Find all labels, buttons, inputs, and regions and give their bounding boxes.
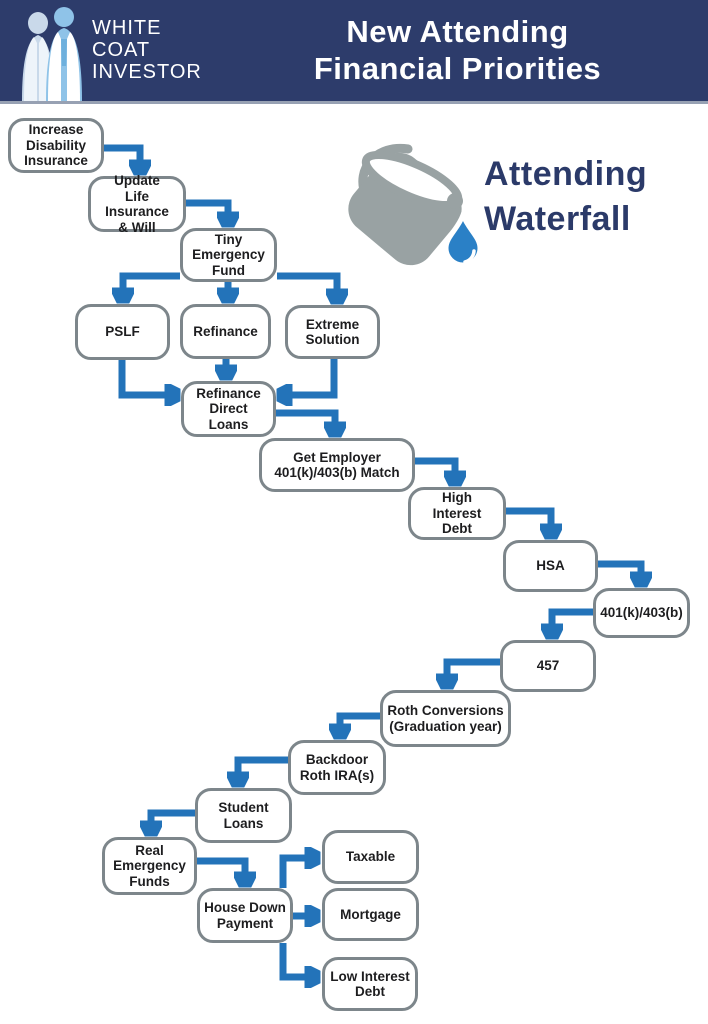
edge-roth-conversions-to-backdoor bbox=[340, 712, 380, 725]
page-title-line: New Attending bbox=[346, 14, 569, 49]
node-label: Update Life Insurance & Will bbox=[105, 173, 169, 235]
node-label: Refinance Direct Loans bbox=[196, 385, 261, 432]
edge-house-down-to-low-interest bbox=[279, 943, 306, 977]
edge-real-efund-to-house-down bbox=[197, 857, 245, 873]
waterfall-badge-line: Waterfall bbox=[484, 200, 631, 238]
node-roth-conversions: Roth Conversions (Graduation year) bbox=[380, 690, 511, 747]
node-label: 457 bbox=[536, 658, 560, 674]
edge-employer-match-to-high-interest bbox=[414, 457, 455, 472]
edge-high-interest-to-hsa bbox=[506, 507, 551, 525]
waterfall-badge-title: Attending Waterfall bbox=[484, 152, 647, 242]
node-get-employer-match: Get Employer 401(k)/403(b) Match bbox=[259, 438, 415, 492]
node-label: High Interest Debt bbox=[432, 490, 482, 537]
node-label: Real Emergency Funds bbox=[113, 842, 186, 889]
node-label: Refinance bbox=[193, 323, 258, 339]
node-refinance: Refinance bbox=[180, 304, 271, 359]
node-label: Backdoor Roth IRA(s) bbox=[299, 752, 375, 783]
node-extreme-solution: Extreme Solution bbox=[285, 305, 380, 359]
edge-refi-direct-to-employer-match bbox=[276, 409, 335, 423]
node-hsa: HSA bbox=[503, 540, 598, 592]
node-label: PSLF bbox=[105, 324, 140, 340]
node-house-down-payment: House Down Payment bbox=[197, 888, 293, 943]
edge-extreme-to-refi-direct bbox=[291, 359, 338, 395]
edge-457-to-roth-conversions bbox=[447, 658, 500, 675]
waterfall-badge-line: Attending bbox=[484, 155, 648, 193]
node-refinance-direct-loans: Refinance Direct Loans bbox=[181, 381, 276, 437]
node-label: Extreme Solution bbox=[305, 316, 360, 348]
edge-pslf-to-refi-direct bbox=[118, 360, 166, 395]
node-label: Get Employer 401(k)/403(b) Match bbox=[274, 449, 400, 481]
node-label: 401(k)/403(b) bbox=[600, 605, 683, 621]
brand-line: INVESTOR bbox=[92, 61, 202, 83]
bucket-water-drop-icon bbox=[348, 143, 483, 268]
brand-line: WHITE bbox=[92, 17, 162, 39]
header: WHITE COAT INVESTOR New Attending Financ… bbox=[0, 0, 708, 104]
node-label: House Down Payment bbox=[204, 900, 286, 931]
edge-student-loans-to-real-efund bbox=[151, 809, 195, 822]
node-backdoor-roth-ira: Backdoor Roth IRA(s) bbox=[288, 740, 386, 795]
edge-backdoor-to-student-loans bbox=[238, 756, 288, 773]
node-taxable: Taxable bbox=[322, 830, 419, 884]
node-low-interest-debt: Low Interest Debt bbox=[322, 957, 418, 1011]
node-increase-disability-insurance: Increase Disability Insurance bbox=[8, 118, 104, 173]
node-student-loans: Student Loans bbox=[195, 788, 292, 843]
node-label: Taxable bbox=[345, 849, 396, 865]
edge-tiny-efund-to-pslf bbox=[123, 272, 180, 289]
node-high-interest-debt: High Interest Debt bbox=[408, 487, 506, 540]
edge-401k-to-457 bbox=[552, 608, 593, 625]
edge-increase-disability-to-update-life bbox=[103, 144, 140, 161]
edge-update-life-to-tiny-efund bbox=[186, 199, 228, 213]
node-label: Low Interest Debt bbox=[330, 968, 410, 1000]
node-real-emergency-funds: Real Emergency Funds bbox=[102, 837, 197, 895]
node-pslf: PSLF bbox=[75, 304, 170, 360]
node-label: HSA bbox=[536, 558, 565, 574]
edge-house-down-to-taxable bbox=[279, 858, 306, 888]
node-update-life-insurance-will: Update Life Insurance & Will bbox=[88, 173, 186, 235]
edge-tiny-efund-to-extreme-solution bbox=[277, 272, 337, 290]
edge-hsa-to-401k bbox=[598, 560, 641, 573]
brand-name: WHITE COAT INVESTOR bbox=[92, 17, 202, 83]
white-coat-investor-logo-icon bbox=[22, 7, 82, 101]
node-label: Student Loans bbox=[218, 800, 269, 831]
brand-line: COAT bbox=[92, 39, 151, 61]
page-title: New Attending Financial Priorities bbox=[225, 13, 690, 87]
node-mortgage: Mortgage bbox=[322, 888, 419, 941]
node-401k-403b: 401(k)/403(b) bbox=[593, 588, 690, 638]
node-label: Increase Disability Insurance bbox=[24, 122, 88, 169]
node-tiny-emergency-fund: Tiny Emergency Fund bbox=[180, 228, 277, 282]
node-457: 457 bbox=[500, 640, 596, 692]
node-label: Mortgage bbox=[340, 906, 401, 922]
page-title-line: Financial Priorities bbox=[313, 51, 602, 86]
node-label: Roth Conversions (Graduation year) bbox=[387, 703, 504, 734]
node-label: Tiny Emergency Fund bbox=[192, 231, 265, 278]
